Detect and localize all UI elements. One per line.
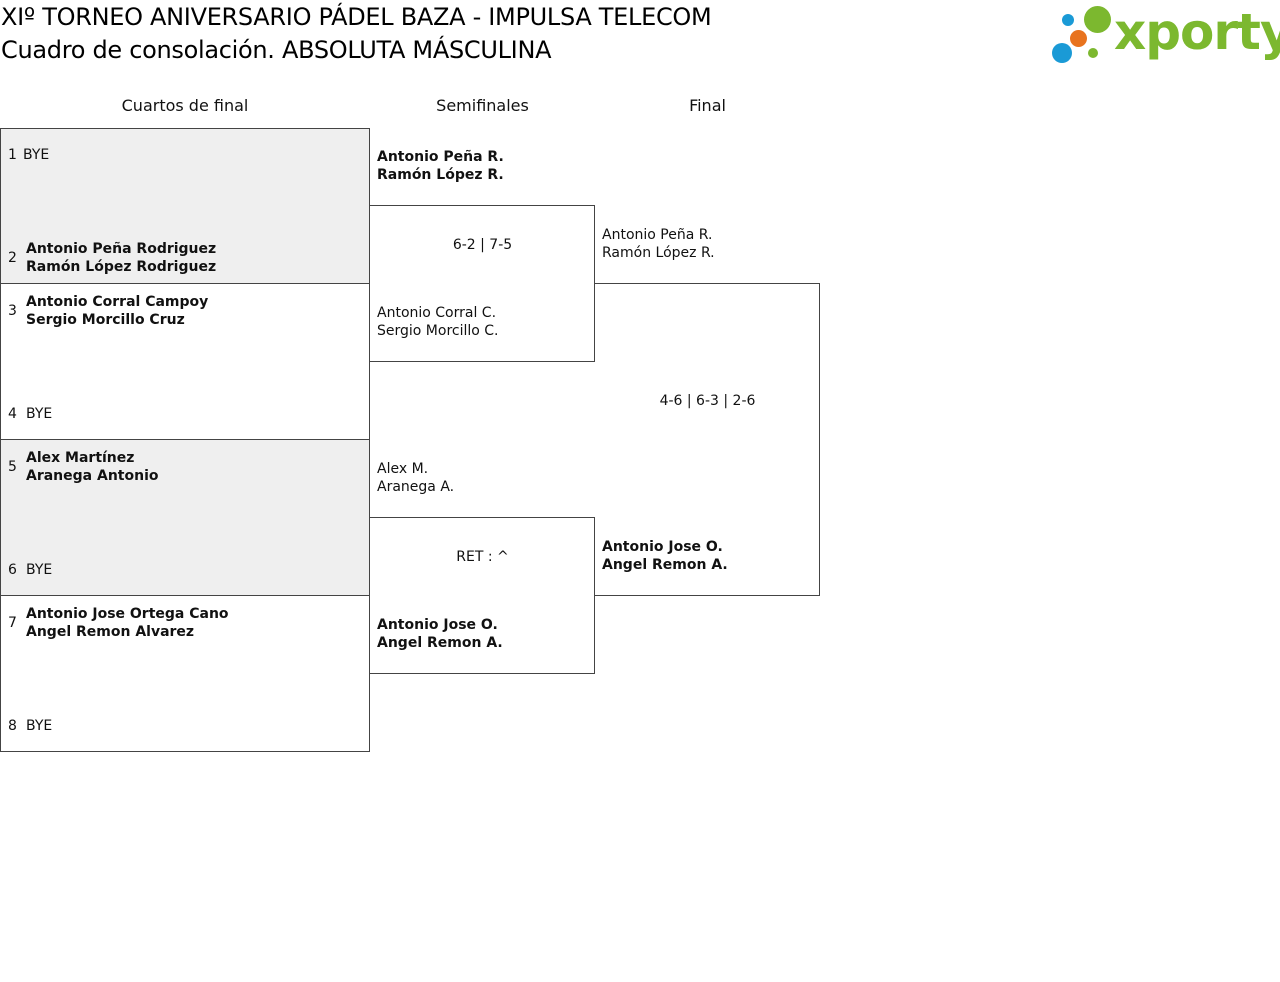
seed-number: 7 — [8, 615, 17, 631]
final-team-player: Ramón López R. — [602, 245, 715, 261]
team-player-1: Antonio Peña Rodriguez — [26, 241, 217, 257]
final-team-player: Antonio Peña R. — [602, 227, 713, 243]
team-player-2: Sergio Morcillo Cruz — [26, 312, 185, 328]
seed-number: 5 — [8, 459, 17, 475]
round-header-semis: Semifinales — [436, 96, 529, 115]
team-name: BYE — [26, 718, 53, 734]
team-player-2: Angel Remon Alvarez — [26, 624, 195, 640]
quarterfinal-match-4: 7 Antonio Jose Ortega Cano Angel Remon A… — [0, 595, 370, 752]
round-header-final: Final — [689, 96, 726, 115]
quarterfinal-match-2: 3 Antonio Corral Campoy Sergio Morcillo … — [0, 283, 370, 440]
draw-subtitle: Cuadro de consolación. ABSOLUTA MÁSCULIN… — [1, 36, 552, 64]
semifinal-team-player: Aranega A. — [377, 479, 455, 495]
semifinal-team-player: Antonio Jose O. — [377, 617, 498, 633]
team-player-1: Alex Martínez — [26, 450, 135, 466]
final-score: 4-6 | 6-3 | 2-6 — [659, 393, 756, 409]
semifinal-team-player: Antonio Peña R. — [377, 149, 504, 165]
final-team-player: Angel Remon A. — [602, 557, 728, 573]
final-team-player: Antonio Jose O. — [602, 539, 723, 555]
team-player-1: Antonio Jose Ortega Cano — [26, 606, 229, 622]
team-name: BYE — [23, 147, 50, 163]
semifinal-team-player: Angel Remon A. — [377, 635, 503, 651]
quarterfinal-match-1: 1 BYE 2 Antonio Peña Rodriguez Ramón Lóp… — [0, 128, 370, 284]
semifinal-team-player: Ramón López R. — [377, 167, 504, 183]
semifinal-score: 6-2 | 7-5 — [452, 237, 513, 253]
logo-dot-orange — [1070, 30, 1087, 47]
tournament-title: XIº TORNEO ANIVERSARIO PÁDEL BAZA - IMPU… — [1, 3, 712, 31]
round-header-quarters: Cuartos de final — [121, 96, 249, 115]
seed-number: 6 — [8, 562, 17, 578]
seed-number: 8 — [8, 718, 17, 734]
team-player-2: Aranega Antonio — [26, 468, 159, 484]
team-name: BYE — [26, 406, 53, 422]
semifinal-team-player: Sergio Morcillo C. — [377, 323, 499, 339]
logo-dot-green — [1084, 6, 1111, 33]
logo-dot-blue-large — [1052, 43, 1072, 63]
semifinal-team-player: Antonio Corral C. — [377, 305, 497, 321]
semifinal-team-player: Alex M. — [377, 461, 429, 477]
logo-wordmark: xporty — [1114, 3, 1280, 61]
seed-number: 4 — [8, 406, 17, 422]
logo-dot-blue-small — [1062, 14, 1074, 26]
semifinal-score: RET : ^ — [456, 549, 509, 565]
seed-number: 2 — [8, 250, 17, 266]
logo-dot-green-small — [1088, 48, 1098, 58]
quarterfinal-match-3: 5 Alex Martínez Aranega Antonio 6 BYE — [0, 439, 370, 596]
final-match — [594, 283, 820, 596]
team-name: BYE — [26, 562, 53, 578]
seed-number: 1 — [8, 147, 17, 163]
team-player-2: Ramón López Rodriguez — [26, 259, 217, 275]
team-player-1: Antonio Corral Campoy — [26, 294, 209, 310]
seed-number: 3 — [8, 303, 17, 319]
xporty-logo: xporty — [1050, 3, 1280, 68]
